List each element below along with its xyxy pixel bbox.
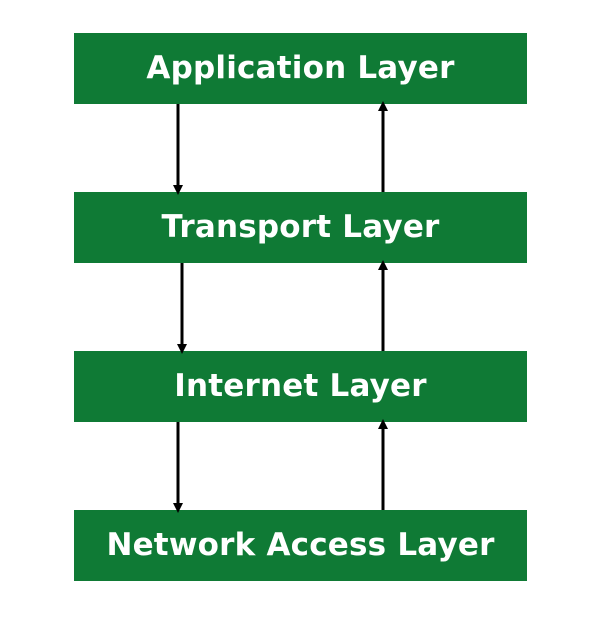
- application-layer-box: Application Layer: [74, 33, 527, 104]
- transport-layer-box: Transport Layer: [74, 192, 527, 263]
- internet-layer-box: Internet Layer: [74, 351, 527, 422]
- internet-layer-label: Internet Layer: [174, 368, 427, 404]
- application-layer-label: Application Layer: [146, 50, 455, 86]
- network-access-layer-box: Network Access Layer: [74, 510, 527, 581]
- network-access-layer-label: Network Access Layer: [106, 527, 495, 563]
- transport-layer-label: Transport Layer: [161, 209, 440, 245]
